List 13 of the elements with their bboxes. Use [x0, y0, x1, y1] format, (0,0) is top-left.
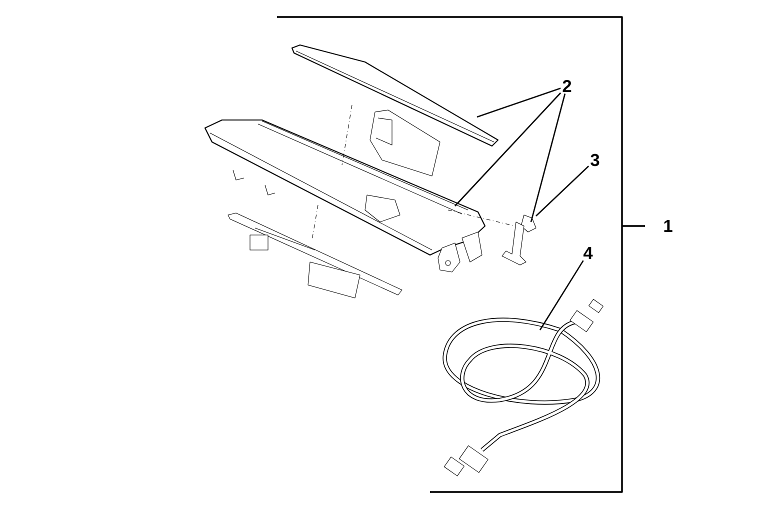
- leader-line: [476, 88, 561, 118]
- callout-number: 4: [583, 247, 593, 259]
- lid-drawing: [291, 44, 499, 176]
- cable-drawing: [442, 299, 604, 476]
- leader-line: [536, 166, 590, 216]
- callout-number: 1: [664, 220, 672, 232]
- leader-line: [530, 93, 566, 222]
- leader-line: [454, 92, 562, 206]
- housing-drawing: [204, 104, 486, 298]
- clip-drawing: [448, 210, 536, 266]
- callout-number: 2: [562, 80, 572, 92]
- leader-line: [539, 260, 584, 330]
- callout-number: 3: [590, 154, 600, 166]
